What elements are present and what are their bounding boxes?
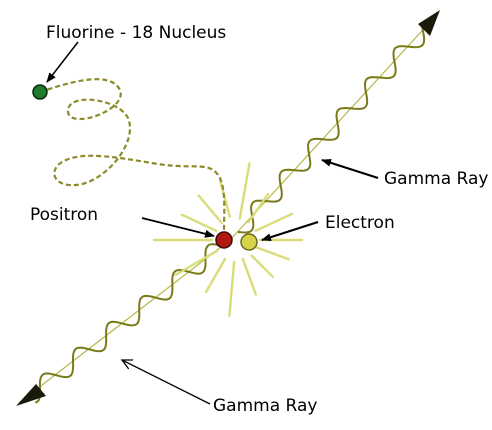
electron: [241, 234, 257, 250]
electron-label: Electron: [325, 213, 395, 233]
fluorine-18-nucleus: [33, 85, 47, 99]
nucleus-label: Fluorine - 18 Nucleus: [46, 23, 226, 43]
gamma-ray-lower-label: Gamma Ray: [213, 396, 317, 416]
positron-label: Positron: [30, 205, 98, 225]
positron: [216, 232, 232, 248]
gamma-ray-upper-label: Gamma Ray: [384, 169, 488, 189]
